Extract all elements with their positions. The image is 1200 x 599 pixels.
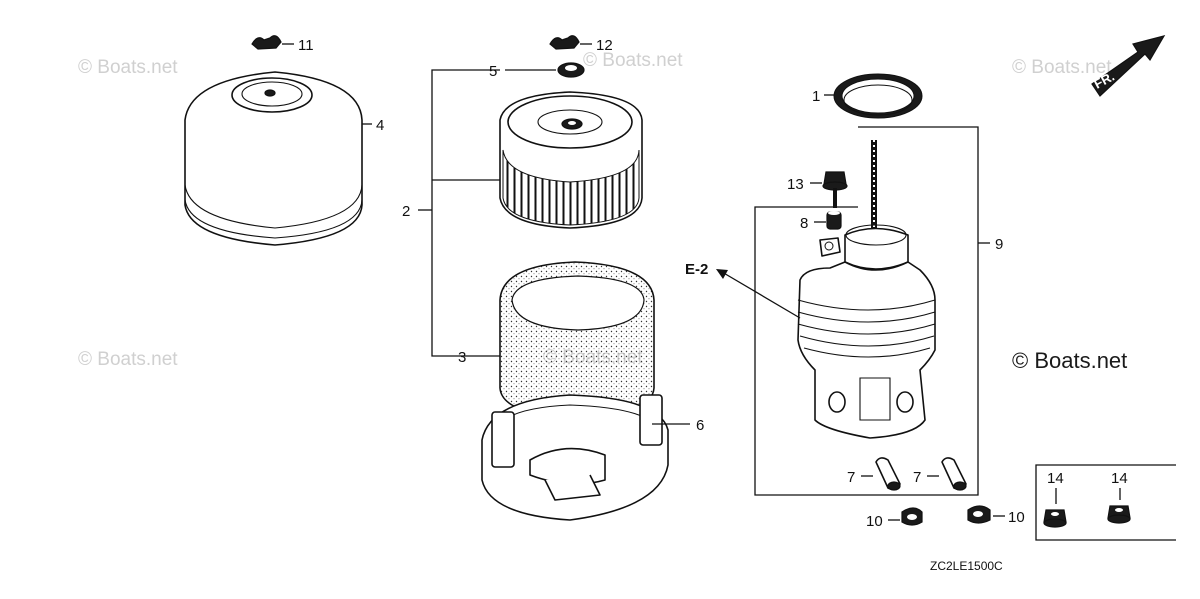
- callout-9: 9: [995, 236, 1003, 253]
- callout-13: 13: [787, 176, 804, 193]
- flange-nut-14-right: [1107, 505, 1131, 524]
- wing-nut-11: [251, 35, 282, 50]
- callout-14: 14: [1047, 470, 1064, 487]
- callout-4: 4: [376, 117, 384, 134]
- grommet-5: [557, 62, 585, 78]
- callout-5: 5: [489, 63, 497, 80]
- callout-10: 10: [866, 513, 883, 530]
- watermark: © Boats.net: [1012, 57, 1112, 78]
- callout-6: 6: [696, 417, 704, 434]
- cap-10-right: [967, 505, 991, 524]
- callout-7: 7: [847, 469, 855, 486]
- callout-2: 2: [402, 203, 410, 220]
- callout-1: 1: [812, 88, 820, 105]
- flange-nut-14-left: [1043, 509, 1067, 528]
- tube-7-left: [875, 457, 901, 491]
- callout-14: 14: [1111, 470, 1128, 487]
- air-cleaner-body: [797, 140, 936, 439]
- tube-7-right: [941, 457, 967, 491]
- callout-10: 10: [1008, 509, 1025, 526]
- callout-8: 8: [800, 215, 808, 232]
- reference-e2: E-2: [685, 261, 708, 278]
- front-direction-arrow: FR.: [1091, 35, 1166, 97]
- cap-10-left: [901, 507, 923, 526]
- callout-7: 7: [913, 469, 921, 486]
- air-cleaner-cover: [184, 71, 363, 246]
- watermark: © Boats.net: [78, 57, 178, 78]
- wing-nut-12: [549, 35, 580, 50]
- collar-8: [826, 211, 842, 230]
- air-cleaner-case: [481, 394, 669, 521]
- watermark-main: © Boats.net: [1012, 348, 1127, 373]
- bolt-13: [822, 171, 848, 208]
- callout-3: 3: [458, 349, 466, 366]
- seal-ring-1: [833, 73, 923, 119]
- callout-12: 12: [596, 37, 613, 54]
- watermark: © Boats.net: [583, 50, 683, 71]
- foam-filter-element: [499, 261, 655, 419]
- watermark: © Boats.net: [78, 349, 178, 370]
- diagram-code: ZC2LE1500C: [930, 559, 1003, 573]
- callout-11: 11: [298, 37, 314, 54]
- paper-filter-element: [499, 91, 643, 229]
